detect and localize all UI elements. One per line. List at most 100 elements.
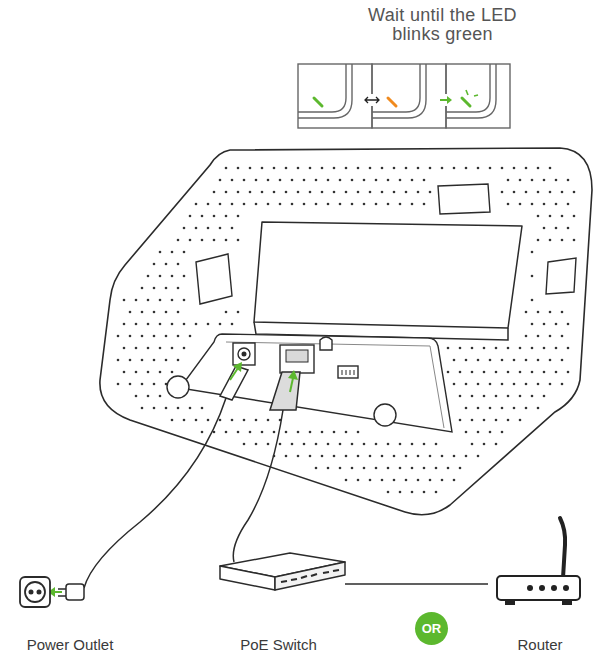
vent-dot (519, 179, 522, 182)
vent-dot (291, 179, 294, 182)
vent-dot (183, 227, 186, 230)
vent-dot (147, 347, 150, 350)
vent-dot (459, 371, 462, 374)
router-foot (562, 600, 572, 605)
vent-dot (501, 167, 504, 170)
vent-dot (477, 359, 480, 362)
vent-dot (357, 167, 360, 170)
vent-dot (453, 455, 456, 458)
vent-dot (225, 431, 228, 434)
vent-dot (519, 395, 522, 398)
vent-dot (543, 227, 546, 230)
vent-dot (165, 335, 168, 338)
vent-dot (459, 347, 462, 350)
switch-icon (220, 553, 345, 590)
vent-dot (249, 191, 252, 194)
vent-dot (321, 167, 324, 170)
outlet-socket (25, 582, 45, 602)
vent-dot (279, 203, 282, 206)
vent-dot (489, 431, 492, 434)
vent-dot (537, 311, 540, 314)
vent-dot (309, 431, 312, 434)
vent-dot (201, 239, 204, 242)
vent-dot (321, 455, 324, 458)
vent-dot (159, 371, 162, 374)
insert-arrow (230, 368, 238, 380)
vent-dot (477, 407, 480, 410)
vent-dot (411, 179, 414, 182)
vent-dot (219, 323, 222, 326)
vent-dot (537, 407, 540, 410)
vent-dot (489, 407, 492, 410)
vent-dot (357, 191, 360, 194)
vent-dot (561, 383, 564, 386)
vent-dot (537, 239, 540, 242)
vent-dot (411, 203, 414, 206)
screw-hole (167, 376, 189, 398)
vent-dot (357, 479, 360, 482)
vent-dot (153, 407, 156, 410)
vent-dot (423, 203, 426, 206)
vent-dot (141, 383, 144, 386)
vent-dot (543, 371, 546, 374)
vent-dot (495, 347, 498, 350)
vent-dot (531, 251, 534, 254)
vent-dot (123, 371, 126, 374)
vent-dot (483, 395, 486, 398)
title: Wait until the LED blinks green (355, 6, 530, 45)
vent-dot (207, 203, 210, 206)
vent-dot (267, 203, 270, 206)
vent-dot (411, 491, 414, 494)
vent-dot (507, 395, 510, 398)
vent-dot (309, 455, 312, 458)
dc-jack (242, 352, 246, 356)
vent-dot (177, 311, 180, 314)
vent-dot (471, 395, 474, 398)
vent-dot (225, 191, 228, 194)
vent-dot (453, 479, 456, 482)
vent-dot (567, 227, 570, 230)
vent-dot (525, 311, 528, 314)
vent-dot (423, 467, 426, 470)
vent-dot (507, 371, 510, 374)
vent-dot (453, 359, 456, 362)
vent-dot (417, 479, 420, 482)
vent-dot (513, 191, 516, 194)
vent-dot (117, 359, 120, 362)
vent-dot (165, 407, 168, 410)
vent-dot (417, 167, 420, 170)
vent-dot (387, 443, 390, 446)
vent-dot (177, 287, 180, 290)
vent-dot (327, 203, 330, 206)
vent-dot (147, 323, 150, 326)
vent-dot (465, 407, 468, 410)
vent-dot (447, 371, 450, 374)
vent-dot (267, 179, 270, 182)
vent-dot (315, 203, 318, 206)
vent-dot (357, 455, 360, 458)
vent-dot (507, 179, 510, 182)
vent-dot (549, 191, 552, 194)
vent-dot (159, 347, 162, 350)
vent-dot (129, 335, 132, 338)
vent-dot (543, 347, 546, 350)
vent-dot (315, 467, 318, 470)
vent-dot (129, 383, 132, 386)
vent-dot (135, 323, 138, 326)
vent-dot (441, 479, 444, 482)
vent-dot (183, 419, 186, 422)
vent-dot (159, 395, 162, 398)
vent-dot (531, 371, 534, 374)
vent-dot (447, 347, 450, 350)
vent-dot (237, 167, 240, 170)
vent-dot (471, 347, 474, 350)
vent-dot (483, 371, 486, 374)
vent-dot (375, 203, 378, 206)
screw-hole (374, 404, 396, 426)
vent-dot (411, 467, 414, 470)
vent-dot (423, 179, 426, 182)
power-wire (84, 398, 226, 588)
vent-dot (117, 335, 120, 338)
